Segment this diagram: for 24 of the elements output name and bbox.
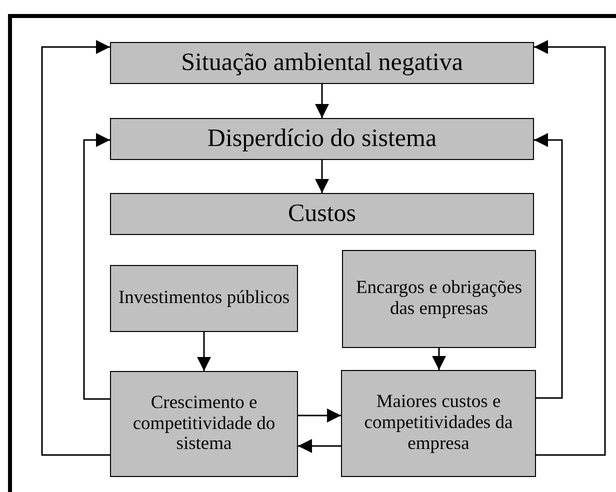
box-label: Crescimento e competitividade do sistema — [132, 392, 276, 456]
arrow — [432, 348, 446, 370]
process-box — [110, 193, 534, 235]
arrow — [41, 40, 110, 456]
process-box — [341, 370, 536, 477]
box-label: Custos — [288, 200, 356, 228]
box-label: Encargos e obrigações das empresas — [354, 278, 524, 320]
process-box — [110, 371, 298, 477]
arrow — [534, 133, 563, 399]
arrow — [197, 332, 211, 371]
process-box — [110, 265, 298, 332]
arrow — [315, 84, 329, 118]
box-label: Situação ambiental negativa — [181, 49, 463, 77]
arrow — [534, 40, 606, 456]
arrow — [315, 160, 329, 193]
box-label: Investimentos públicos — [118, 288, 290, 309]
arrow — [298, 438, 341, 453]
process-box — [110, 42, 534, 84]
arrow — [298, 408, 341, 423]
box-label: Maiores custos e competitividades da empresa — [363, 392, 514, 455]
arrow — [83, 133, 110, 400]
box-label: Disperdício do sistema — [207, 125, 437, 153]
process-box — [342, 250, 536, 348]
process-box — [110, 118, 534, 160]
